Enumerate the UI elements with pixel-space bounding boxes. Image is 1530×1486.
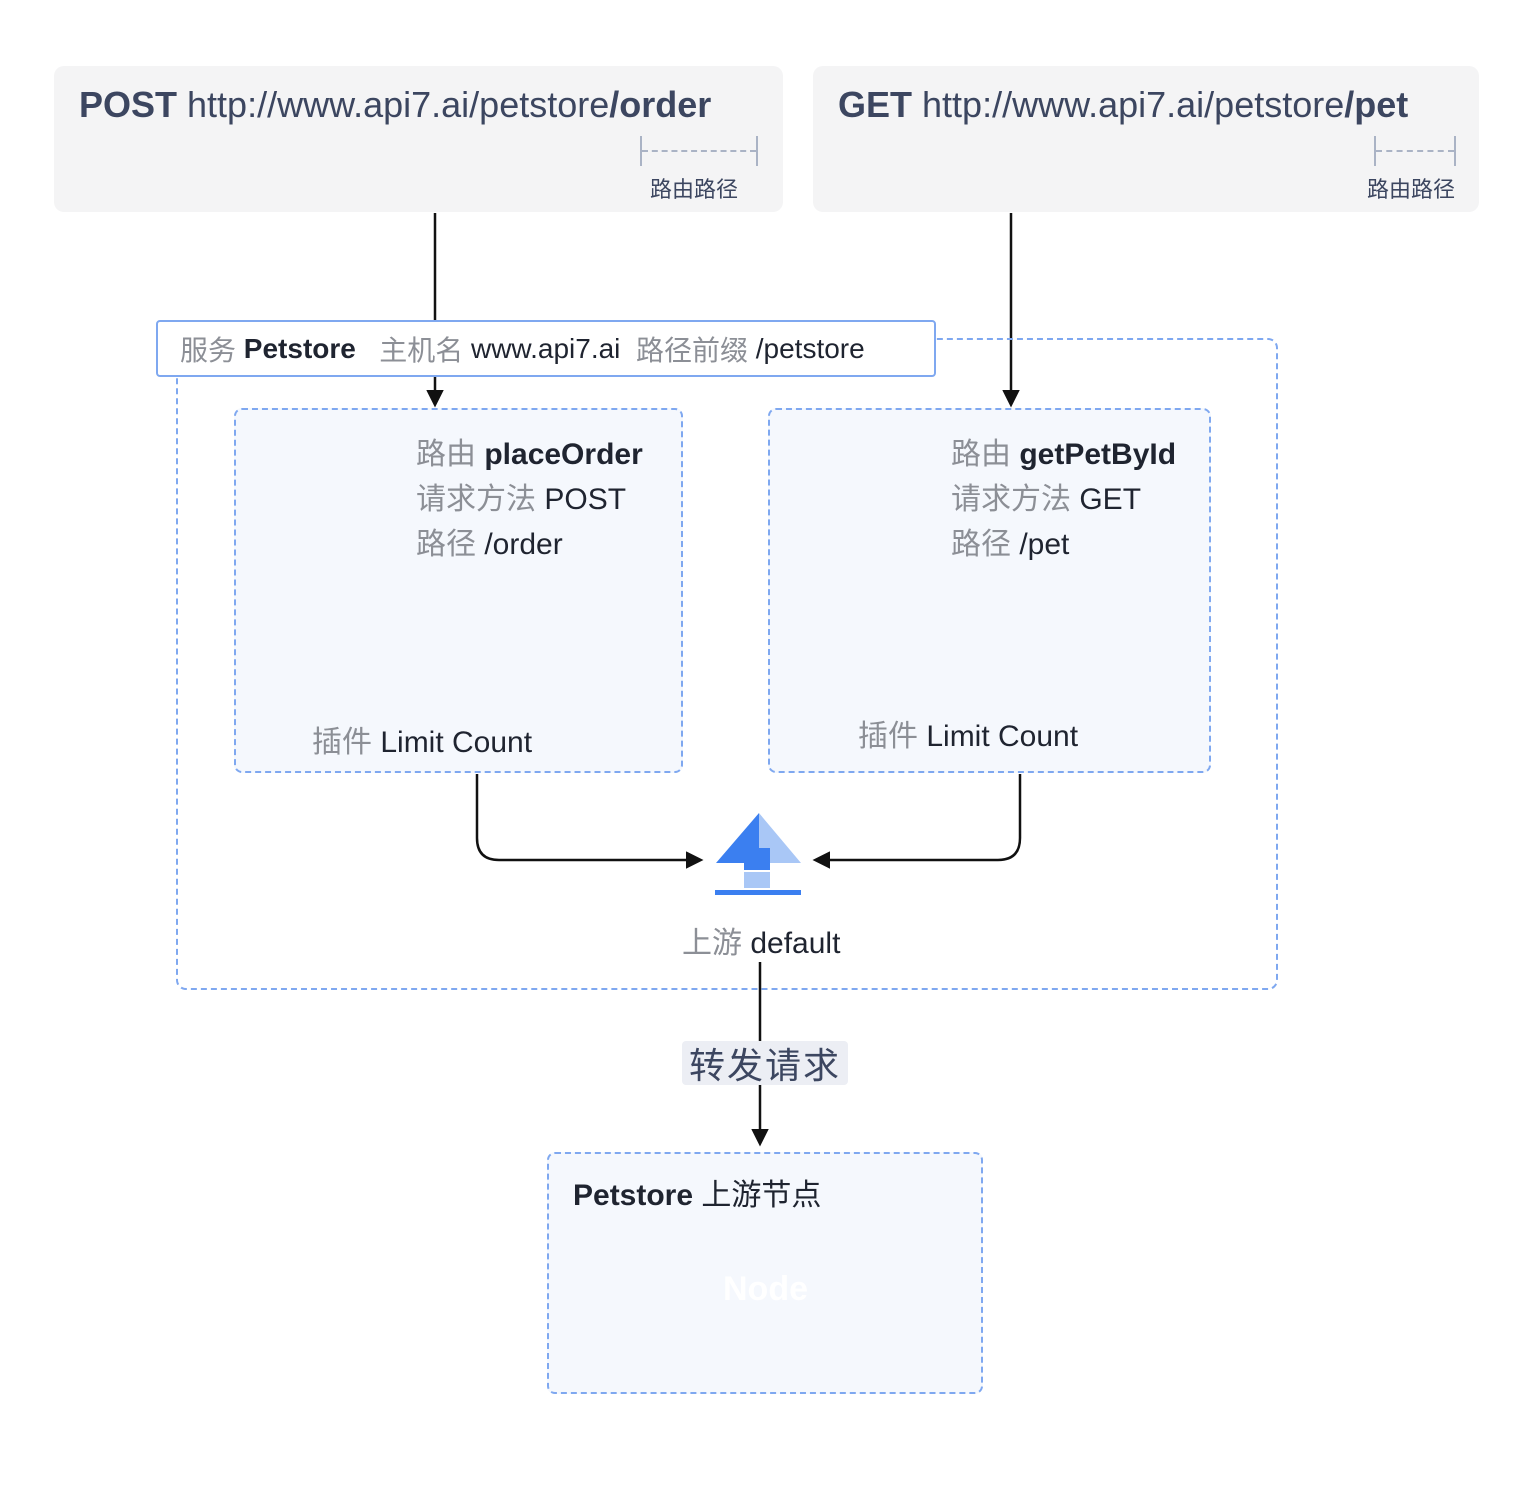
route-name-row: 路由 getPetById [951, 432, 1176, 477]
path-value: /order [484, 528, 563, 561]
method-label: 请求方法 [951, 483, 1071, 516]
plugin-label: 插件 Limit Count [858, 711, 1078, 755]
url-prefix: http://www.api7.ai/petstore [187, 84, 610, 125]
route-path-bracket [1374, 136, 1456, 166]
host-label: 主机名 [379, 334, 464, 366]
request-line: GET http://www.api7.ai/petstore/pet [838, 84, 1408, 126]
plugin-prefix: 插件 [858, 720, 918, 753]
route-name: placeOrder [484, 438, 643, 471]
upstream-label: 上游 default [680, 918, 843, 962]
route-box-place-order [234, 408, 683, 773]
route-name: getPetById [1019, 438, 1177, 471]
request-line: POST http://www.api7.ai/petstore/order [79, 84, 711, 126]
url-path: /pet [1344, 84, 1409, 125]
route-method-row: 请求方法 GET [951, 477, 1176, 522]
route-path-row: 路径 /pet [951, 522, 1176, 567]
route-label: 路由 [416, 438, 476, 471]
service-label: 服务 [180, 334, 237, 366]
arrow-route1-to-upstream [475, 774, 704, 869]
route-path-bracket [640, 136, 758, 166]
upstream-arrow-icon [715, 813, 801, 895]
method-value: POST [544, 483, 627, 516]
path-label: 路径 [951, 528, 1011, 561]
upstream-prefix: 上游 [682, 927, 742, 960]
method-value: GET [1079, 483, 1142, 516]
upstream-node-box [547, 1152, 983, 1394]
url-prefix: http://www.api7.ai/petstore [922, 84, 1345, 125]
prefix-value: /petstore [755, 332, 865, 364]
plugin-name: Limit Count [380, 726, 533, 759]
route-path-row: 路径 /order [416, 522, 643, 567]
arrow-route2-to-upstream [812, 774, 1022, 869]
route-info: 路由 placeOrder 请求方法 POST 路径 /order [416, 432, 643, 567]
node-box-suffix: 上游节点 [701, 1179, 822, 1212]
node-label: Node [723, 1270, 808, 1308]
route-name-row: 路由 placeOrder [416, 432, 643, 477]
upstream-name: default [750, 927, 841, 960]
request-box-post: POST http://www.api7.ai/petstore/order 路… [54, 66, 783, 212]
plugin-label: 插件 Limit Count [312, 717, 532, 761]
request-box-get: GET http://www.api7.ai/petstore/pet 路由路径 [813, 66, 1479, 212]
node-box-title: Petstore 上游节点 [573, 1170, 821, 1214]
path-value: /pet [1019, 528, 1070, 561]
path-label: 路径 [416, 528, 476, 561]
http-method: POST [79, 84, 178, 125]
route-path-label: 路由路径 [1367, 177, 1456, 202]
route-info: 路由 getPetById 请求方法 GET 路径 /pet [951, 432, 1176, 567]
service-name: Petstore [243, 332, 356, 364]
forward-request-label: 转发请求 [682, 1041, 848, 1086]
plugin-name: Limit Count [926, 720, 1079, 753]
host-value: www.api7.ai [470, 332, 621, 364]
http-method: GET [838, 84, 913, 125]
route-method-row: 请求方法 POST [416, 477, 643, 522]
route-box-get-pet-by-id [768, 408, 1211, 773]
plugin-prefix: 插件 [312, 726, 372, 759]
url-path: /order [609, 84, 712, 125]
node-box-name: Petstore [573, 1179, 694, 1212]
prefix-label: 路径前缀 [635, 334, 748, 366]
route-label: 路由 [951, 438, 1011, 471]
method-label: 请求方法 [416, 483, 536, 516]
service-header: 服务 Petstore 主机名 www.api7.ai 路径前缀 /petsto… [156, 320, 936, 377]
route-path-label: 路由路径 [650, 177, 739, 202]
